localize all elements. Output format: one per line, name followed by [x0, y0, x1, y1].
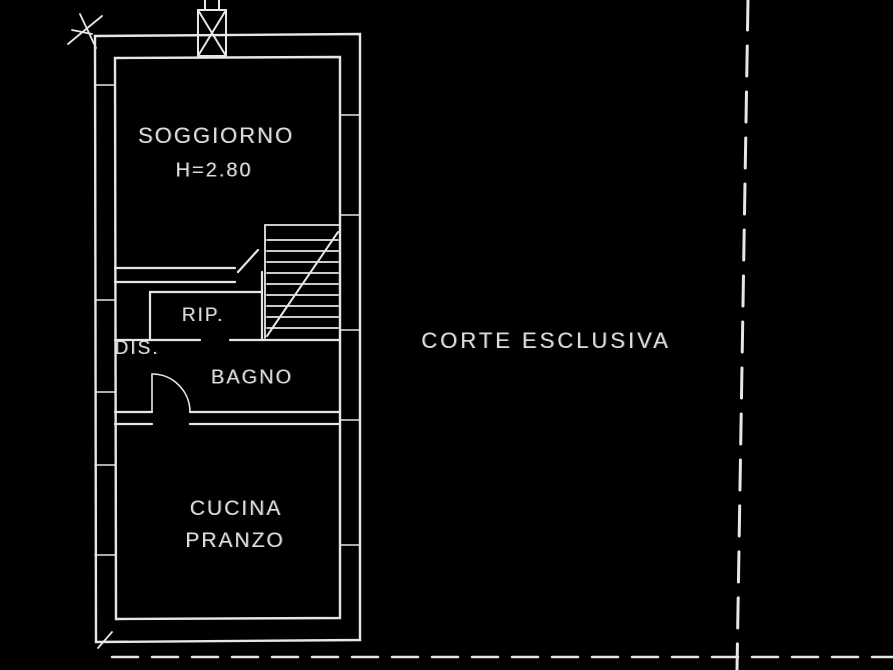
corner-marks	[67, 13, 113, 649]
outdoor-label-corte-esclusiva: CORTE ESCLUSIVA	[421, 328, 671, 353]
boundary-vertical-dashed	[735, 0, 750, 670]
room-label-pranzo: PRANZO	[185, 529, 285, 552]
room-height-note: H=2.80	[175, 159, 253, 182]
staircase	[264, 224, 341, 339]
interior-walls	[113, 248, 342, 426]
flue-symbol	[197, 0, 227, 57]
room-label-rip: RIP.	[181, 305, 225, 326]
wall-ticks	[94, 84, 361, 556]
room-label-dis: DIS.	[114, 338, 160, 359]
room-label-bagno: BAGNO	[210, 366, 294, 389]
outer-walls	[93, 32, 362, 644]
room-label-cucina: CUCINA	[189, 497, 283, 520]
room-label-soggiorno: SOGGIORNO	[137, 123, 295, 148]
property-boundary-lines	[110, 0, 893, 670]
